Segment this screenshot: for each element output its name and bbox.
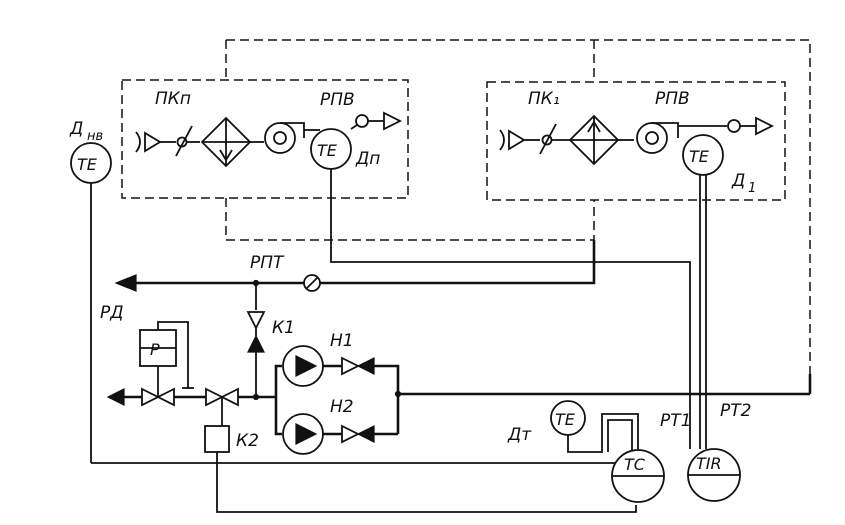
return-arrow <box>114 274 137 292</box>
label-dnv-sub: нв <box>87 129 103 144</box>
left-unit-enclosure <box>121 79 409 199</box>
check-valve-right <box>508 129 526 151</box>
k2-actuator <box>204 425 230 453</box>
h2-check-a <box>341 424 361 444</box>
label-rt1: РТ1 <box>660 411 691 431</box>
te-dt-text: TE <box>555 410 576 429</box>
te-dnv-text: TE <box>77 155 98 174</box>
k2-valve-b <box>219 387 239 407</box>
pump-manifold-in-bottom <box>274 397 282 436</box>
rpt-line-right <box>320 240 596 285</box>
k1-valve-bottom <box>247 334 265 353</box>
label-rd: РД <box>100 303 124 323</box>
h1-check-b <box>356 357 375 375</box>
rpv-left-sensor <box>355 114 369 128</box>
right-unit-enclosure <box>486 81 786 201</box>
inlet-arrow <box>106 388 125 406</box>
label-h1: Н1 <box>330 331 354 351</box>
k2-valve-a <box>205 387 225 407</box>
h2-check-b <box>356 425 375 443</box>
te-d1-text: TE <box>689 147 710 166</box>
dp-signal-line <box>330 169 691 449</box>
pump-manifold-in-top <box>274 364 282 397</box>
label-rpt: РПТ <box>250 253 285 273</box>
label-d1-sub: 1 <box>748 181 756 196</box>
label-d1: Д <box>731 171 745 191</box>
tir-text: TIR <box>696 454 722 473</box>
k1-valve-top <box>246 311 266 331</box>
rd-impulse-line <box>157 321 189 388</box>
h1-check-a <box>341 356 361 376</box>
tc-text: TC <box>624 455 646 474</box>
p-regulator-text: P <box>150 340 160 359</box>
label-dnv: Д <box>69 119 83 139</box>
label-k1: К1 <box>272 318 295 338</box>
rpv-right-outlet-arrow <box>755 116 775 136</box>
intake-right <box>499 129 505 151</box>
label-dp: Дп <box>355 149 380 169</box>
te-sensor-d1 <box>682 134 724 176</box>
dashed-link-bottom <box>225 198 595 241</box>
label-rpv-left: РПВ <box>320 90 355 110</box>
label-rt2: РТ2 <box>720 401 751 421</box>
k2-control-line <box>216 452 637 513</box>
dt-signal-line-a <box>567 413 639 453</box>
dt-signal-line-b <box>607 419 633 452</box>
label-k2: К2 <box>236 431 259 451</box>
label-pk1: ПК₁ <box>528 89 560 109</box>
rd-valve-b <box>155 387 175 407</box>
label-rpv-right: РПВ <box>655 89 690 109</box>
intake-left <box>135 131 141 153</box>
label-h2: Н2 <box>330 397 354 417</box>
te-dp-text: TE <box>317 141 338 160</box>
check-valve-left <box>144 131 162 153</box>
rd-valve-a <box>141 387 161 407</box>
label-dt: Дт <box>507 425 532 445</box>
rpv-right-sensor <box>727 119 741 133</box>
top-dashed-loop <box>226 39 811 374</box>
rpv-left-outlet-arrow <box>383 111 403 131</box>
label-pkp: ПКп <box>155 89 191 109</box>
